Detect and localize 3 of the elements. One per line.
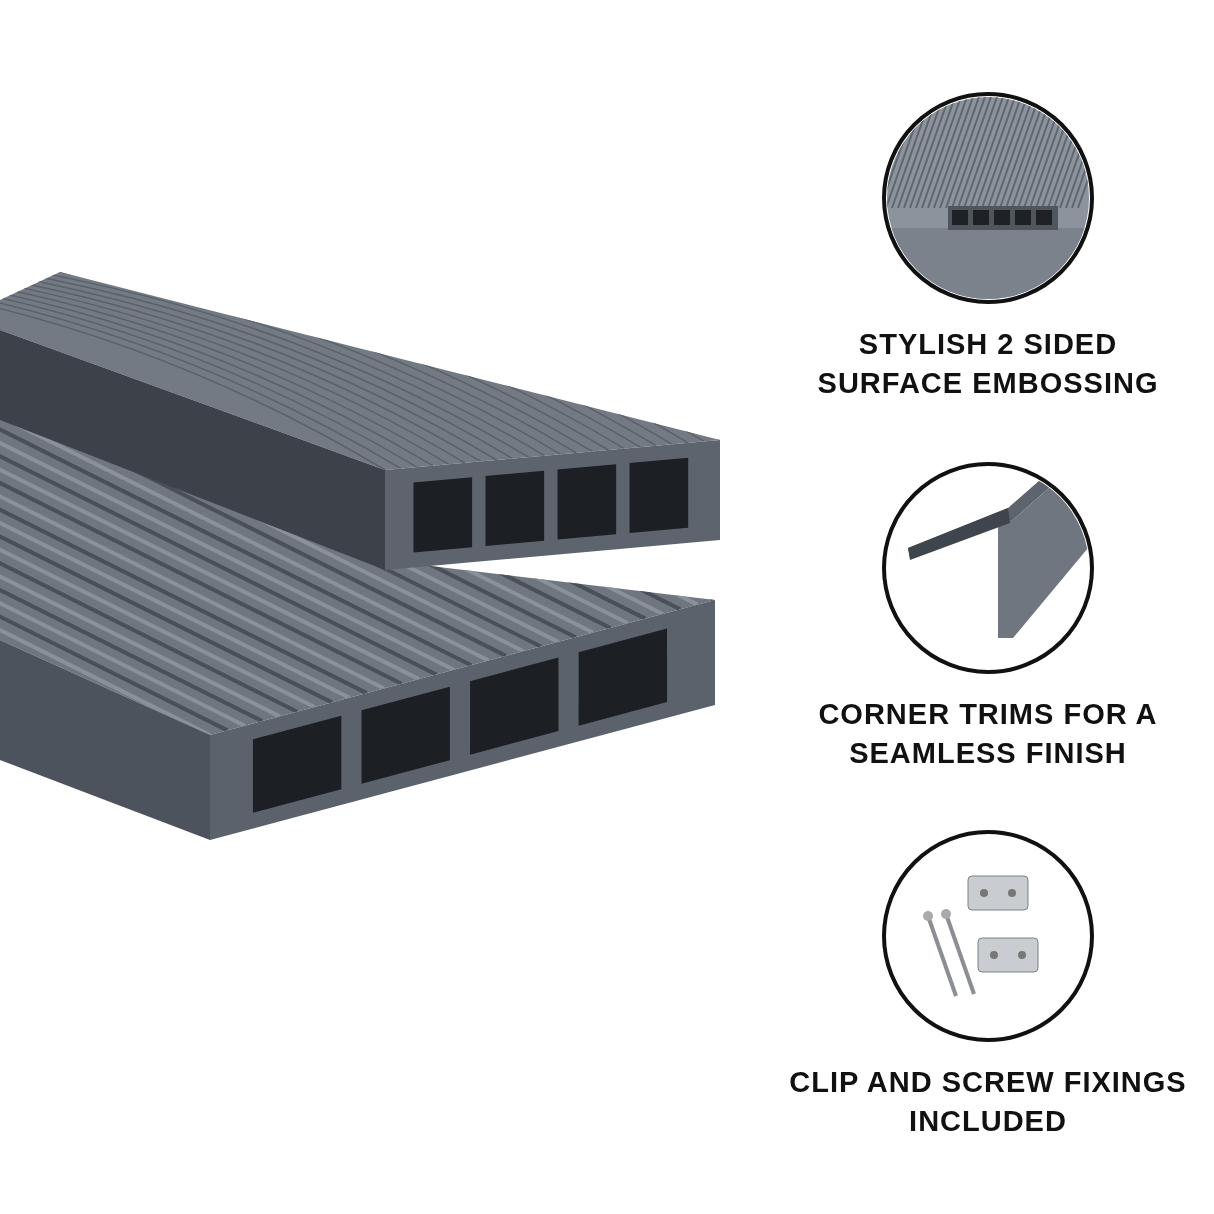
feature-caption: STYLISH 2 SIDED SURFACE EMBOSSING [816, 327, 1160, 401]
feature-caption: CORNER TRIMS FOR A SEAMLESS FINISH [817, 697, 1159, 771]
feature-caption: CLIP AND SCREW FIXINGS INCLUDED [788, 1065, 1188, 1139]
